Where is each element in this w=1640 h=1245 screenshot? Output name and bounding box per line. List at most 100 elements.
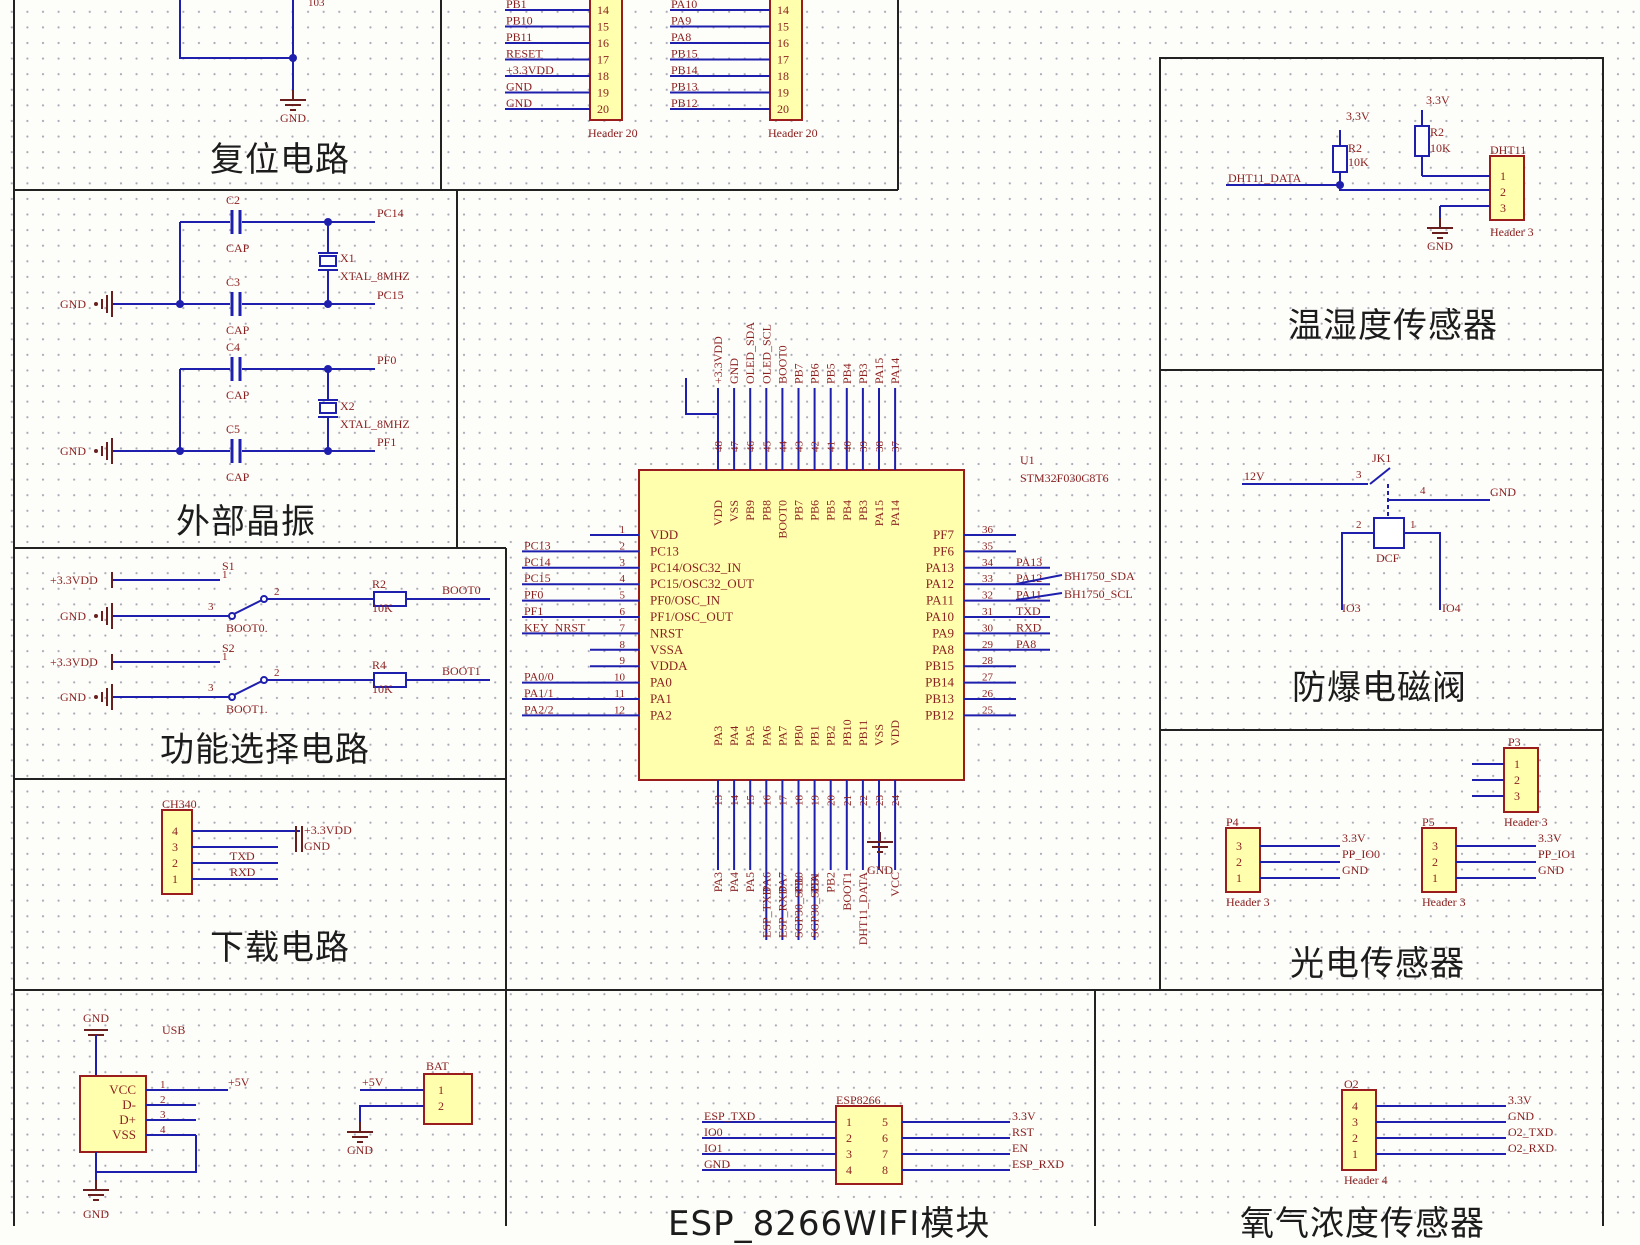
valve-pin-2: 2 [1356,519,1362,531]
esp-left-pin: 4 [846,1163,852,1177]
valve-pin-4: 4 [1420,485,1426,497]
func-boot-net: BOOT0 [442,583,481,597]
func-boot-net: BOOT1 [442,664,481,678]
mcu-right-net: TXD [1016,604,1041,618]
mcu-right-pin-number: 29 [982,639,994,651]
mcu-top-pin-name: PB8 [759,500,773,521]
func-res-value: 10K [372,601,393,615]
mcu-right-pin-number: 26 [982,688,994,700]
esp-left-net: IO1 [704,1141,723,1155]
dht-res-2 [1414,125,1430,157]
ch340-label: CH340 [162,797,197,811]
usb-connector [79,1075,147,1153]
header20-right-pin: 19 [777,86,789,100]
ch340-pin: 2 [172,856,178,870]
mcu-top-pin-name: VSS [727,500,741,522]
func-pin-2: 2 [274,586,280,598]
header20-right-pin: 15 [777,20,789,34]
mcu-left-pin-number: 12 [614,704,625,716]
bh-wire [1015,592,1063,601]
esp-right-pin: 7 [882,1147,888,1161]
func-switch-label: S2 [222,641,235,655]
mcu-right-pin-number: 25 [982,704,994,716]
mcu-ref: U1 [1020,453,1035,467]
header20-left-name: Header 20 [588,126,638,140]
dht11-connector [1489,155,1525,221]
ch340-rxd: RXD [230,865,256,879]
o2-pin: 1 [1352,1147,1358,1161]
mcu-right-pin-name: PB12 [925,707,954,722]
relay-label: JK1 [1372,451,1391,465]
header20-right-pin: 14 [777,3,789,17]
esp8266-label: ESP8266 [836,1093,881,1107]
bat-pin: 2 [438,1099,444,1113]
valve-coil [1373,517,1405,549]
mcu-top-net: PB5 [824,363,838,384]
crystal-x1 [319,255,337,267]
mcu-top-net: BOOT0 [775,345,789,384]
mcu-top-net: OLED_SDA [743,322,757,384]
func-pin-1: 1 [222,569,228,581]
o2-connector [1341,1089,1377,1171]
photo-pin: 2 [1432,855,1438,869]
header20-left-net: +3.3VDD [506,63,554,77]
p3-pin: 2 [1514,773,1520,787]
mcu-top-net: PB7 [792,363,806,384]
usb-gnd-wire [96,1135,197,1173]
crystal-x1-label: X1 [340,251,355,265]
o2-pin: 3 [1352,1115,1358,1129]
func-ground [94,684,113,710]
esp-right-net: ESP_RXD [1012,1157,1064,1171]
mcu-left-pin-number: 8 [620,639,626,651]
mcu-bottom-pin-number: 21 [842,795,854,806]
header20-left-pin: 20 [597,102,609,116]
mcu-right-pin-name: PA11 [926,593,954,608]
mcu-left-pin-name: NRST [650,625,683,640]
o2-header: Header 4 [1344,1173,1388,1187]
bat-label: BAT [426,1059,449,1073]
title-function: 功能选择电路 [160,730,370,770]
mcu-right-pin-name: PA10 [926,609,954,624]
esp-left-net: IO0 [704,1125,723,1139]
usb-pin-number: 1 [160,1079,166,1091]
cap-c4-value: CAP [226,388,250,402]
mcu-bottom-pin-name: PB10 [840,719,854,746]
xtal2-gnd-label: GND [60,444,86,458]
dht11-pin: 3 [1500,201,1506,215]
func-res-value: 10K [372,682,393,696]
esp-right-pin: 6 [882,1131,888,1145]
ch340-vdd-label: +3.3VDD [304,823,352,837]
mcu-bottom-pin-name: PA3 [711,726,725,746]
usb-pin-name: VSS [112,1127,136,1142]
p3-label: P3 [1508,735,1521,749]
mcu-bottom-subnet: ESP_RXD [775,886,789,938]
func-gnd-label: GND [60,690,86,704]
mcu-top-pin-number: 42 [810,441,822,452]
ch340-pin: 1 [172,872,178,886]
mcu-top-pin-name: PB6 [808,500,822,521]
mcu-right-pin-number: 28 [982,655,994,667]
title-reset: 复位电路 [210,140,350,180]
net-bh1750-sda: BH1750_SDA [1064,569,1135,583]
mcu-bottom-pin-name: PB0 [792,725,806,746]
mcu-left-pin-number: 4 [620,573,626,585]
p3-header: Header 3 [1504,815,1548,829]
dht11-label: DHT11 [1490,143,1526,157]
o2-pin: 4 [1352,1099,1358,1113]
mcu-bottom-pin-name: PA4 [727,726,741,746]
mcu-bottom-subnet: ESP_TXD [759,886,773,938]
mcu-left-net: PA1/1 [524,686,554,700]
mcu-top-pin-number: 48 [713,441,725,453]
mcu-bottom-pin-name: PA6 [759,726,773,746]
crystal-x1-value: XTAL_8MHZ [340,269,410,283]
mcu-left-pin-number: 9 [620,655,626,667]
func-gnd-label: GND [60,609,86,623]
mcu-left-net: PA0/0 [524,670,554,684]
photo-header: Header 3 [1422,895,1466,909]
cap-c4 [230,357,242,381]
header20-left [589,0,623,121]
func-pin-3: 3 [208,601,214,613]
usb-5v: +5V [228,1075,250,1089]
mcu-top-pin-number: 41 [826,441,838,452]
mcu-top-net: PA15 [872,358,886,384]
